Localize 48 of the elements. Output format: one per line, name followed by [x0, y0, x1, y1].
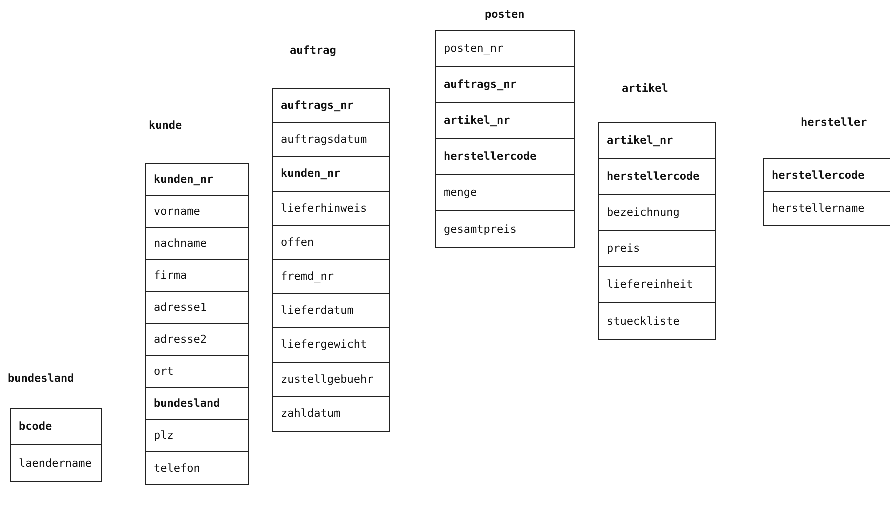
attribute-row: bezeichnung [599, 195, 715, 231]
attribute-row: liefergewicht [273, 328, 389, 363]
table-name: posten [485, 8, 525, 21]
attribute-row: stueckliste [599, 303, 715, 339]
attribute-row: bcode [11, 409, 101, 445]
attribute-row: lieferhinweis [273, 192, 389, 226]
attribute-row: offen [273, 226, 389, 260]
attribute-row: vorname [146, 196, 248, 228]
attribute-row: bundesland [146, 388, 248, 420]
attribute-row: nachname [146, 228, 248, 260]
entity-table [272, 88, 390, 432]
table-name: bundesland [8, 372, 74, 385]
attribute-row: herstellercode [436, 139, 574, 175]
attribute-row: adresse1 [146, 292, 248, 324]
entity-table [598, 122, 716, 340]
entity-table [435, 30, 575, 248]
entity-table [10, 408, 102, 482]
attribute-row: artikel_nr [599, 123, 715, 159]
table-name: hersteller [801, 116, 868, 129]
entity-table [763, 158, 890, 226]
attribute-row: lieferdatum [273, 294, 389, 328]
attribute-row: auftragsdatum [273, 123, 389, 158]
attribute-row: auftrags_nr [273, 89, 389, 124]
attribute-row: herstellercode [599, 159, 715, 195]
attribute-row: adresse2 [146, 324, 248, 356]
attribute-row: plz [146, 420, 248, 452]
attribute-row: zustellgebuehr [273, 362, 389, 397]
attribute-row: telefon [146, 452, 248, 484]
attribute-row: herstellercode [764, 159, 890, 192]
attribute-row: zahldatum [273, 396, 389, 431]
attribute-row: artikel_nr [436, 103, 574, 139]
table-name: kunde [149, 119, 182, 132]
attribute-row: laendername [11, 445, 101, 481]
attribute-row: herstellername [764, 192, 890, 225]
attribute-row: gesamtpreis [436, 211, 574, 247]
attribute-row: menge [436, 175, 574, 211]
attribute-row: ort [146, 356, 248, 388]
attribute-row: fremd_nr [273, 260, 389, 294]
table-name: artikel [622, 82, 668, 95]
entity-table [145, 163, 249, 485]
attribute-row: auftrags_nr [436, 67, 574, 103]
attribute-row: preis [599, 231, 715, 267]
attribute-row: liefereinheit [599, 267, 715, 303]
attribute-row: kunden_nr [273, 157, 389, 192]
attribute-row: kunden_nr [146, 164, 248, 196]
attribute-row: firma [146, 260, 248, 292]
attribute-row: posten_nr [436, 31, 574, 67]
table-name: auftrag [290, 44, 336, 57]
